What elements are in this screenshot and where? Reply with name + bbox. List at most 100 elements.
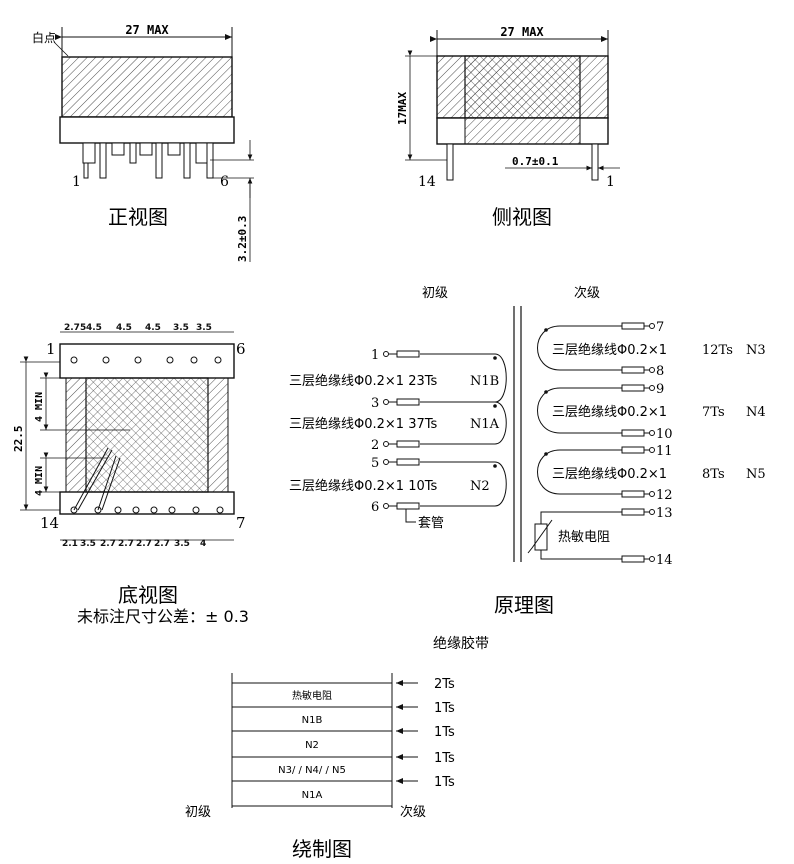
side-height-dim: 17MAX [396, 92, 409, 125]
top-pitch-4: 4.5 [145, 323, 161, 333]
tape-3: 1Ts [434, 725, 455, 740]
pin-10-label: 10 [656, 427, 673, 442]
winding-n2-desc: 三层绝缘线Φ0.2×1 10Ts [289, 478, 438, 494]
top-pitch-2: 4.5 [86, 323, 102, 333]
pin-5-label: 5 [371, 456, 379, 471]
tape-5: 1Ts [434, 775, 455, 790]
winding-n4-name: N4 [746, 405, 766, 420]
winding-n3-name: N3 [746, 343, 766, 358]
side-pin-left [446, 143, 454, 181]
bottom-pin-tl: 1 [46, 340, 56, 358]
side-winding [464, 55, 581, 119]
winding-n4 [537, 387, 622, 434]
bottom-core-right [207, 377, 229, 493]
tape-4: 1Ts [434, 751, 455, 766]
winding-n1b-name: N1B [470, 374, 499, 389]
layer-thermistor: 热敏电阻 [292, 689, 332, 702]
winding-n1b-desc: 三层绝缘线Φ0.2×1 23Ts [289, 373, 438, 389]
side-pin-right-label: 1 [606, 174, 615, 190]
pin-2-label: 2 [371, 438, 379, 453]
front-pins [82, 142, 214, 179]
pin-14-label: 14 [656, 553, 673, 568]
layer-n3-n4-n5: N3/ / N4/ / N5 [278, 765, 346, 776]
winding-n4-desc: 三层绝缘线Φ0.2×1 [552, 404, 667, 420]
winding-n3-turns: 12Ts [702, 343, 733, 358]
bottom-pitch-6: 2.7 [154, 539, 170, 549]
bottom-core-left [65, 377, 87, 493]
front-core-body [61, 56, 233, 118]
winding-n5 [537, 449, 622, 495]
pin-1-label: 1 [371, 348, 379, 363]
white-dot-label: 白点 [32, 30, 56, 45]
winding-n3 [537, 325, 622, 371]
winding-n3-desc: 三层绝缘线Φ0.2×1 [552, 342, 667, 358]
tape-label: 绝缘胶带 [433, 635, 489, 652]
thermistor-label: 热敏电阻 [558, 530, 610, 545]
bottom-pitch-8: 4 [200, 539, 206, 549]
pin-11-label: 11 [656, 444, 673, 459]
pin-7-label: 7 [656, 320, 664, 335]
winding-n2-name: N2 [470, 479, 490, 494]
front-width-dim: 27 MAX [125, 23, 169, 37]
winding-diagram-title: 绕制图 [292, 837, 352, 860]
winding-diagram: 绝缘胶带 热敏电阻 N1B N2 N3/ / N4/ / N5 N1A 2Ts [185, 635, 489, 861]
bottom-pitch-5: 2.7 [136, 539, 152, 549]
bottom-view: 2.75 4.5 4.5 4.5 3.5 3.5 1 6 14 7 [12, 323, 249, 626]
sleeve-label: 套管 [418, 515, 444, 531]
thermistor-symbol [534, 523, 548, 551]
bottom-winding [85, 377, 209, 493]
schematic-title: 原理图 [494, 593, 554, 617]
bottom-height-dim: 22.5 [12, 426, 25, 453]
winding-secondary-label: 次级 [400, 804, 426, 820]
bottom-pitch-2: 3.5 [80, 539, 96, 549]
bottom-pitch-3: 2.7 [100, 539, 116, 549]
pin-13-label: 13 [656, 506, 673, 521]
tolerance-note: 未标注尺寸公差：± 0.3 [77, 607, 249, 626]
bottom-pin-bl: 14 [40, 514, 59, 532]
winding-n1a-desc: 三层绝缘线Φ0.2×1 37Ts [289, 416, 438, 432]
tape-1: 2Ts [434, 677, 455, 692]
side-pin-width-dim: 0.7±0.1 [512, 155, 559, 168]
winding-n5-desc: 三层绝缘线Φ0.2×1 [552, 466, 667, 482]
winding-n5-name: N5 [746, 467, 766, 482]
bottom-top-rail [59, 343, 235, 379]
bottom-pin-br: 7 [236, 514, 246, 532]
schematic-secondary-label: 次级 [574, 285, 600, 301]
pin-3-label: 3 [371, 396, 379, 411]
pin-8-label: 8 [656, 364, 664, 379]
winding-n1a-name: N1A [470, 417, 500, 432]
schematic: 初级 次级 1 3 2 5 6 三层绝缘线Φ0.2×1 23Ts N1B [289, 285, 766, 617]
top-pitch-3: 4.5 [116, 323, 132, 333]
schematic-primary-label: 初级 [422, 286, 448, 301]
bottom-pin-tr: 6 [236, 340, 246, 358]
pin-9-label: 9 [656, 382, 664, 397]
side-view-title: 侧视图 [492, 205, 552, 229]
front-view-title: 正视图 [108, 205, 168, 229]
pin-6-label: 6 [371, 500, 379, 515]
bottom-pitch-4: 2.7 [118, 539, 134, 549]
side-view: 27 MAX 17MAX 0.7±0.1 14 1 侧视图 [396, 25, 620, 229]
bottom-bottom-pins [70, 506, 224, 514]
winding-n5-turns: 8Ts [702, 467, 725, 482]
layer-n2: N2 [305, 740, 319, 751]
side-pin-right [591, 143, 599, 181]
front-view: 27 MAX 白点 1 6 3.2±0.3 正视图 [32, 23, 254, 262]
winding-n2 [420, 461, 507, 507]
winding-n1a [420, 401, 507, 445]
side-width-dim: 27 MAX [500, 25, 544, 39]
layer-n1a: N1A [302, 790, 323, 801]
front-pin-left-label: 1 [72, 174, 81, 190]
top-pitch-1: 2.75 [64, 323, 86, 333]
winding-primary-label: 初级 [185, 805, 211, 820]
top-pitch-5: 3.5 [173, 323, 189, 333]
front-bobbin-base [59, 116, 235, 144]
bottom-pitch-7: 3.5 [174, 539, 190, 549]
min-dim-2: 4 MIN [34, 466, 45, 496]
layer-n1b: N1B [302, 715, 323, 726]
front-pin-length-dim: 3.2±0.3 [236, 216, 249, 262]
winding-n4-turns: 7Ts [702, 405, 725, 420]
side-pin-left-label: 14 [418, 174, 436, 190]
top-pitch-6: 3.5 [196, 323, 212, 333]
bottom-pitch-1: 2.1 [62, 539, 78, 549]
